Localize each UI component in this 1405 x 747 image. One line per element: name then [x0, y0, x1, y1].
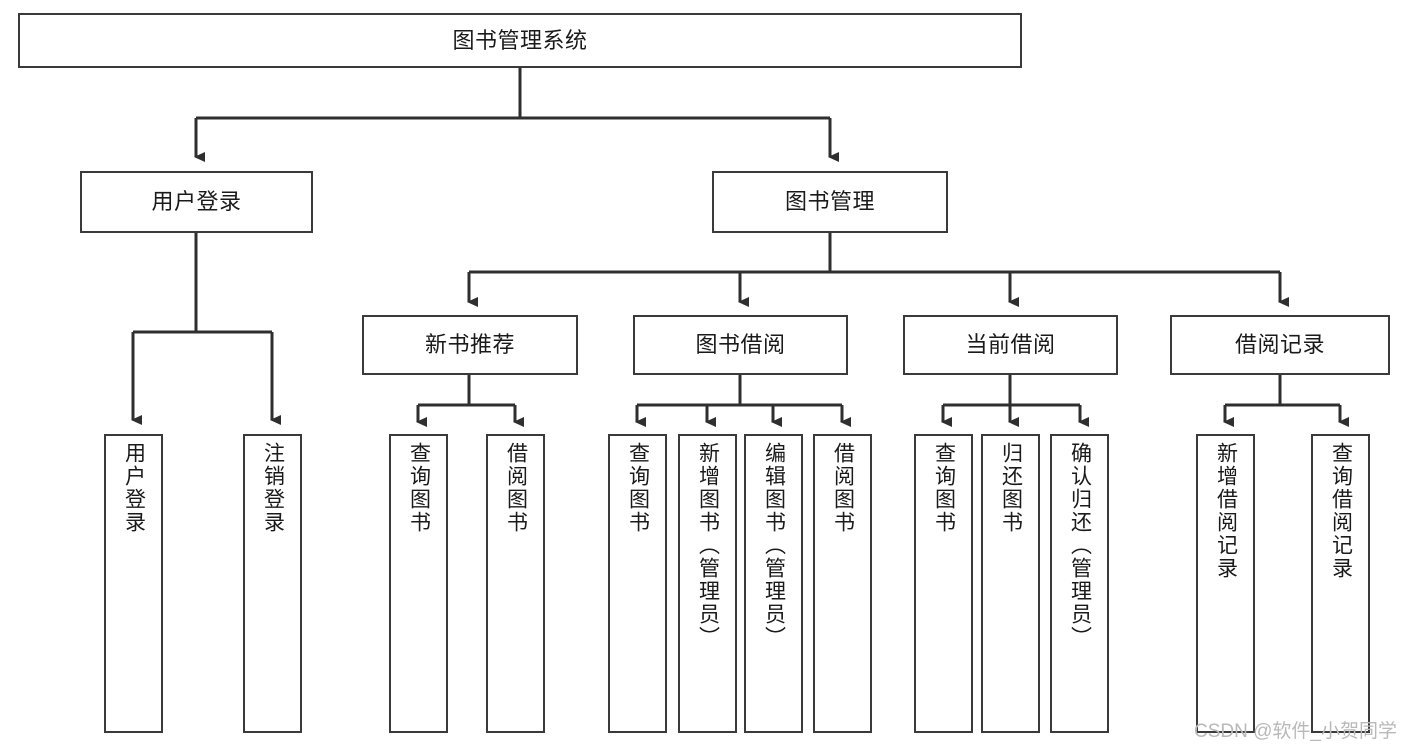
- node-user-login[interactable]: 用户登录: [80, 171, 313, 233]
- leaf-current-return-book[interactable]: 归还图书: [981, 434, 1040, 733]
- node-current-borrow[interactable]: 当前借阅: [903, 315, 1118, 375]
- node-label: 图书借阅: [695, 332, 786, 358]
- node-label: 注销登录: [261, 442, 285, 534]
- node-label: 图书管理: [784, 189, 875, 215]
- leaf-borrow-query-book[interactable]: 查询图书: [608, 434, 667, 733]
- node-label: 用户登录: [122, 442, 146, 534]
- node-label: 查询图书: [626, 442, 650, 534]
- node-label: 新增借阅记录: [1214, 442, 1238, 580]
- node-label: 借阅图书: [504, 442, 528, 534]
- leaf-current-query-book[interactable]: 查询图书: [914, 434, 973, 733]
- node-label: 借阅图书: [831, 442, 855, 534]
- leaf-borrow-edit-book-admin[interactable]: 编辑图书（管理员）: [744, 434, 803, 733]
- leaf-borrow-add-book-admin[interactable]: 新增图书（管理员）: [678, 434, 737, 733]
- leaf-user-login-login[interactable]: 用户登录: [104, 434, 163, 733]
- node-label: 新增图书（管理员）: [696, 442, 720, 649]
- node-label: 图书管理系统: [452, 27, 588, 53]
- leaf-current-confirm-return-admin[interactable]: 确认归还（管理员）: [1050, 434, 1109, 733]
- node-label: 新书推荐: [424, 332, 515, 358]
- leaf-records-add-record[interactable]: 新增借阅记录: [1196, 434, 1255, 733]
- node-label: 当前借阅: [965, 332, 1056, 358]
- leaf-records-query-record[interactable]: 查询借阅记录: [1311, 434, 1370, 733]
- node-new-book-recommend[interactable]: 新书推荐: [362, 315, 578, 375]
- node-label: 查询图书: [407, 442, 431, 534]
- node-borrow-records[interactable]: 借阅记录: [1170, 315, 1390, 375]
- node-label: 归还图书: [999, 442, 1023, 534]
- leaf-user-login-logout[interactable]: 注销登录: [243, 434, 302, 733]
- node-book-management[interactable]: 图书管理: [712, 171, 948, 233]
- node-label: 借阅记录: [1234, 332, 1325, 358]
- leaf-new-book-query[interactable]: 查询图书: [389, 434, 448, 733]
- node-label: 编辑图书（管理员）: [762, 442, 786, 649]
- node-label: 查询图书: [932, 442, 956, 534]
- node-book-borrow[interactable]: 图书借阅: [633, 315, 848, 375]
- leaf-borrow-borrow-book[interactable]: 借阅图书: [813, 434, 872, 733]
- node-root-system[interactable]: 图书管理系统: [18, 13, 1022, 68]
- watermark-text: CSDN @软件_小贺同学: [1194, 721, 1397, 742]
- leaf-new-book-borrow[interactable]: 借阅图书: [486, 434, 545, 733]
- node-label: 用户登录: [151, 189, 242, 215]
- node-label: 查询借阅记录: [1329, 442, 1353, 580]
- node-label: 确认归还（管理员）: [1068, 442, 1092, 649]
